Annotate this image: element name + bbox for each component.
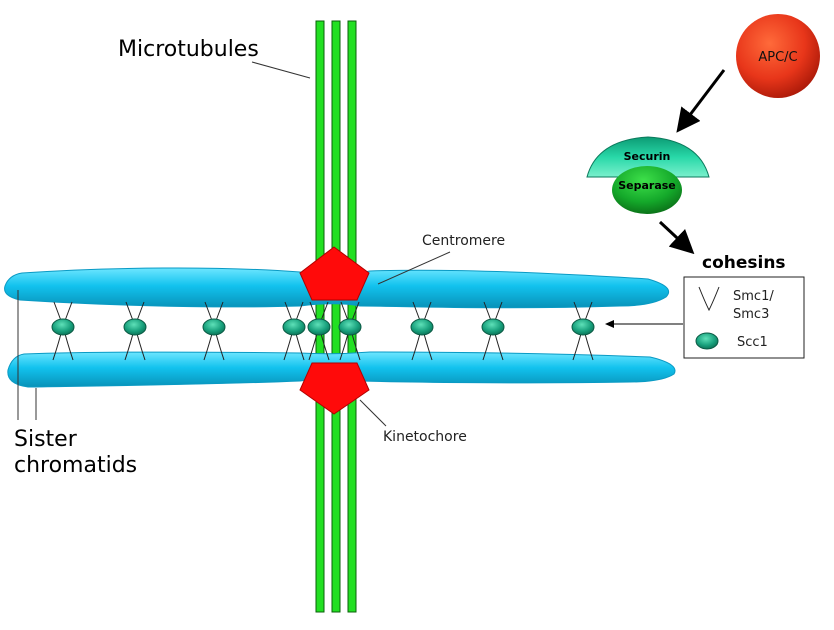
cohesin-ring	[410, 301, 434, 361]
centromere-leader-line	[377, 251, 451, 285]
cohesin-legend: Smc1/ Smc3 Scc1	[683, 276, 805, 359]
leader-lines	[17, 61, 451, 427]
kinetochore-label: Kinetochore	[383, 429, 467, 445]
sister-chromatids-label-line1: Sister	[14, 427, 78, 452]
separase-shape	[612, 166, 682, 214]
apc-c-label: APC/C	[758, 50, 797, 65]
cohesin-ring	[282, 301, 306, 361]
smc-arm-icon	[698, 286, 720, 312]
kinetochores	[299, 246, 370, 415]
sister-chromatids-label-line2: chromatids	[14, 453, 137, 478]
securin-separase-complex: Securin Separase	[586, 136, 710, 214]
cohesin-ring	[571, 301, 595, 361]
cohesin-ring	[202, 301, 226, 361]
microtubule-1	[315, 20, 325, 613]
cohesin-ring	[51, 301, 75, 361]
securin-label: Securin	[624, 150, 671, 163]
kinetochore-top	[299, 246, 370, 301]
kinetochore-leader-line	[359, 399, 387, 427]
separase-to-cohesins-arrow	[658, 220, 695, 255]
smc-legend-label-line1: Smc1/	[733, 289, 774, 304]
securin-shape	[586, 136, 710, 178]
cohesin-ring	[123, 301, 147, 361]
microtubule-2	[331, 20, 341, 613]
cohesin-ring	[481, 301, 505, 361]
apc-to-securin-arrow	[676, 69, 726, 133]
cohesin-ring	[307, 301, 331, 361]
centromere-label: Centromere	[422, 233, 505, 249]
cohesins-title: cohesins	[702, 253, 786, 273]
apc-c-circle	[736, 14, 820, 98]
scc1-legend-label: Scc1	[737, 335, 768, 350]
cohesin-ring	[338, 301, 362, 361]
cohesin-complexes	[51, 301, 595, 361]
scc1-icon	[695, 332, 719, 350]
smc-legend-label-line2: Smc3	[733, 307, 769, 322]
microtubules	[315, 20, 357, 613]
microtubules-label: Microtubules	[118, 37, 259, 62]
kinetochore-bottom	[299, 362, 370, 415]
microtubule-3	[347, 20, 357, 613]
apc-c-complex: APC/C	[736, 14, 820, 98]
separase-label: Separase	[618, 179, 676, 192]
microtubules-leader-line	[251, 61, 311, 79]
